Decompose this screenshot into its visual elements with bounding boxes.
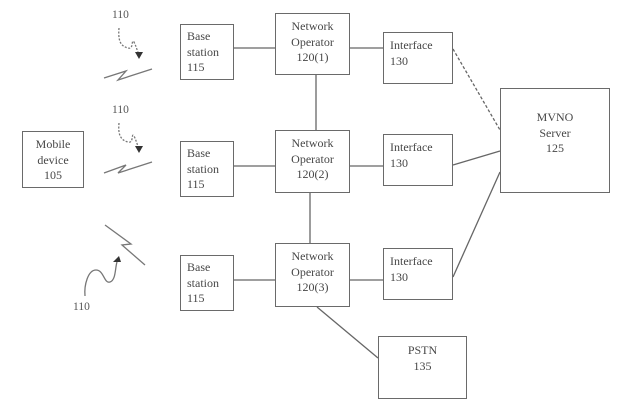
mobile-device-line-3: 105 <box>44 168 62 182</box>
base-station-box-3: Base station 115 <box>180 255 234 311</box>
pstn-box: PSTN 135 <box>378 336 467 399</box>
mvno-server-box: MVNO Server 125 <box>500 88 610 193</box>
interface-1-line-1: Interface <box>390 38 433 52</box>
mvno-server-line-1: MVNO <box>536 110 574 124</box>
base-station-2-line-2: station <box>187 161 219 176</box>
mvno-server-line-2: Server <box>539 125 571 140</box>
mobile-device-line-2: device <box>37 152 69 167</box>
wireless-label-3: 110 <box>73 301 90 313</box>
network-operator-box-3: Network Operator 120(3) <box>275 243 350 307</box>
wireless-signal-icon-3 <box>104 224 146 266</box>
network-operator-3-line-1: Network <box>291 249 334 263</box>
network-operator-3-line-3: 120(3) <box>296 280 329 294</box>
network-operator-1-line-3: 120(1) <box>296 50 329 64</box>
wireless-label-1: 110 <box>112 9 129 21</box>
interface-1-line-2: 130 <box>390 53 408 68</box>
edge-if3-mvno <box>452 171 501 278</box>
wireless-signal-icon-1 <box>103 68 153 82</box>
base-station-2-line-3: 115 <box>187 177 205 191</box>
network-operator-3-line-2: Operator <box>291 264 334 279</box>
network-operator-1-line-2: Operator <box>291 34 334 49</box>
network-operator-box-2: Network Operator 120(2) <box>275 130 350 193</box>
interface-box-1: Interface 130 <box>383 32 453 84</box>
wireless-label-2: 110 <box>112 104 129 116</box>
wireless-arrow-3 <box>84 261 118 297</box>
network-operator-2-line-2: Operator <box>291 151 334 166</box>
network-operator-2-line-3: 120(2) <box>296 167 329 181</box>
base-station-1-line-2: station <box>187 44 219 59</box>
edge-no3-pstn <box>316 306 379 359</box>
arrowhead-icon-2 <box>135 146 143 153</box>
interface-box-2: Interface 130 <box>383 134 453 186</box>
network-operator-box-1: Network Operator 120(1) <box>275 13 350 75</box>
base-station-3-line-2: station <box>187 275 219 290</box>
interface-2-line-2: 130 <box>390 155 408 170</box>
pstn-line-1: PSTN <box>407 343 438 357</box>
base-station-1-line-1: Base <box>187 29 211 43</box>
mvno-server-line-3: 125 <box>546 141 564 155</box>
pstn-line-2: 135 <box>413 358 432 373</box>
network-operator-1-line-1: Network <box>291 19 334 33</box>
wireless-arrow-2 <box>118 122 139 147</box>
mobile-device-box: Mobile device 105 <box>22 131 84 188</box>
wireless-arrow-1 <box>118 27 139 53</box>
wireless-signal-icon-2 <box>103 161 153 174</box>
base-station-3-line-1: Base <box>187 260 211 274</box>
base-station-box-1: Base station 115 <box>180 24 234 80</box>
arrowhead-icon-1 <box>135 52 143 59</box>
network-operator-2-line-1: Network <box>291 136 334 150</box>
interface-box-3: Interface 130 <box>383 248 453 300</box>
base-station-2-line-1: Base <box>187 146 211 160</box>
edge-if2-mvno <box>452 150 501 166</box>
mobile-device-line-1: Mobile <box>35 137 71 151</box>
base-station-3-line-3: 115 <box>187 291 205 305</box>
base-station-1-line-3: 115 <box>187 60 205 74</box>
edge-if1-mvno <box>452 48 501 131</box>
base-station-box-2: Base station 115 <box>180 141 234 197</box>
interface-3-line-2: 130 <box>390 269 408 284</box>
interface-2-line-1: Interface <box>390 140 433 154</box>
interface-3-line-1: Interface <box>390 254 433 268</box>
arrowhead-icon-3 <box>113 256 121 262</box>
